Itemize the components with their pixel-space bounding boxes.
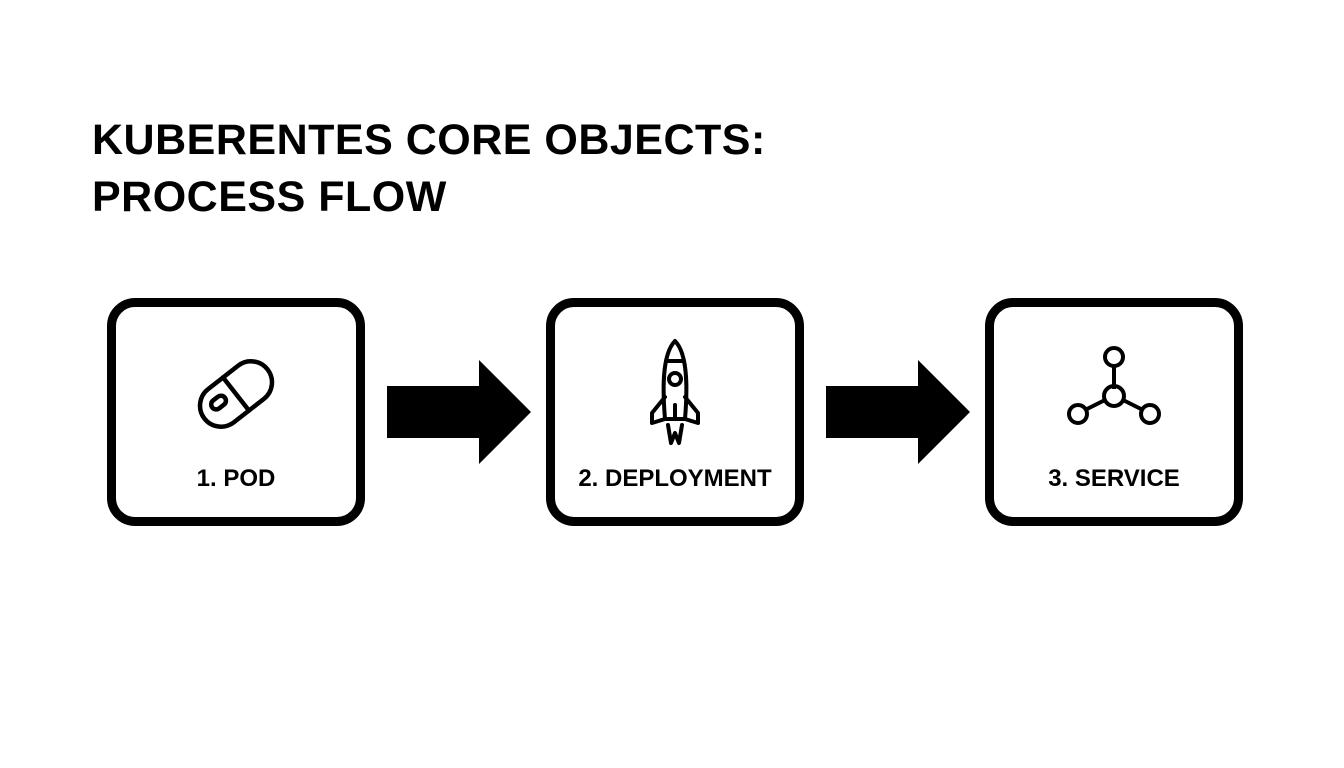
step-label-deployment: 2. DEPLOYMENT	[578, 465, 772, 492]
pod-capsule-icon	[197, 359, 275, 429]
diagram-title: KUBERENTES CORE OBJECTS: PROCESS FLOW	[92, 112, 766, 226]
right-arrow-icon	[387, 360, 531, 464]
step-label-service: 3. SERVICE	[1048, 465, 1180, 492]
title-line-1: KUBERENTES CORE OBJECTS:	[92, 116, 766, 164]
right-arrow-icon	[826, 360, 970, 464]
step-box-deployment: 2. DEPLOYMENT	[546, 298, 804, 526]
step-label-pod: 1. POD	[196, 465, 276, 492]
title-line-2: PROCESS FLOW	[92, 173, 447, 221]
network-nodes-icon	[1067, 346, 1161, 425]
rocket-icon	[650, 339, 700, 445]
step-box-service: 3. SERVICE	[985, 298, 1243, 526]
step-box-pod: 1. POD	[107, 298, 365, 526]
